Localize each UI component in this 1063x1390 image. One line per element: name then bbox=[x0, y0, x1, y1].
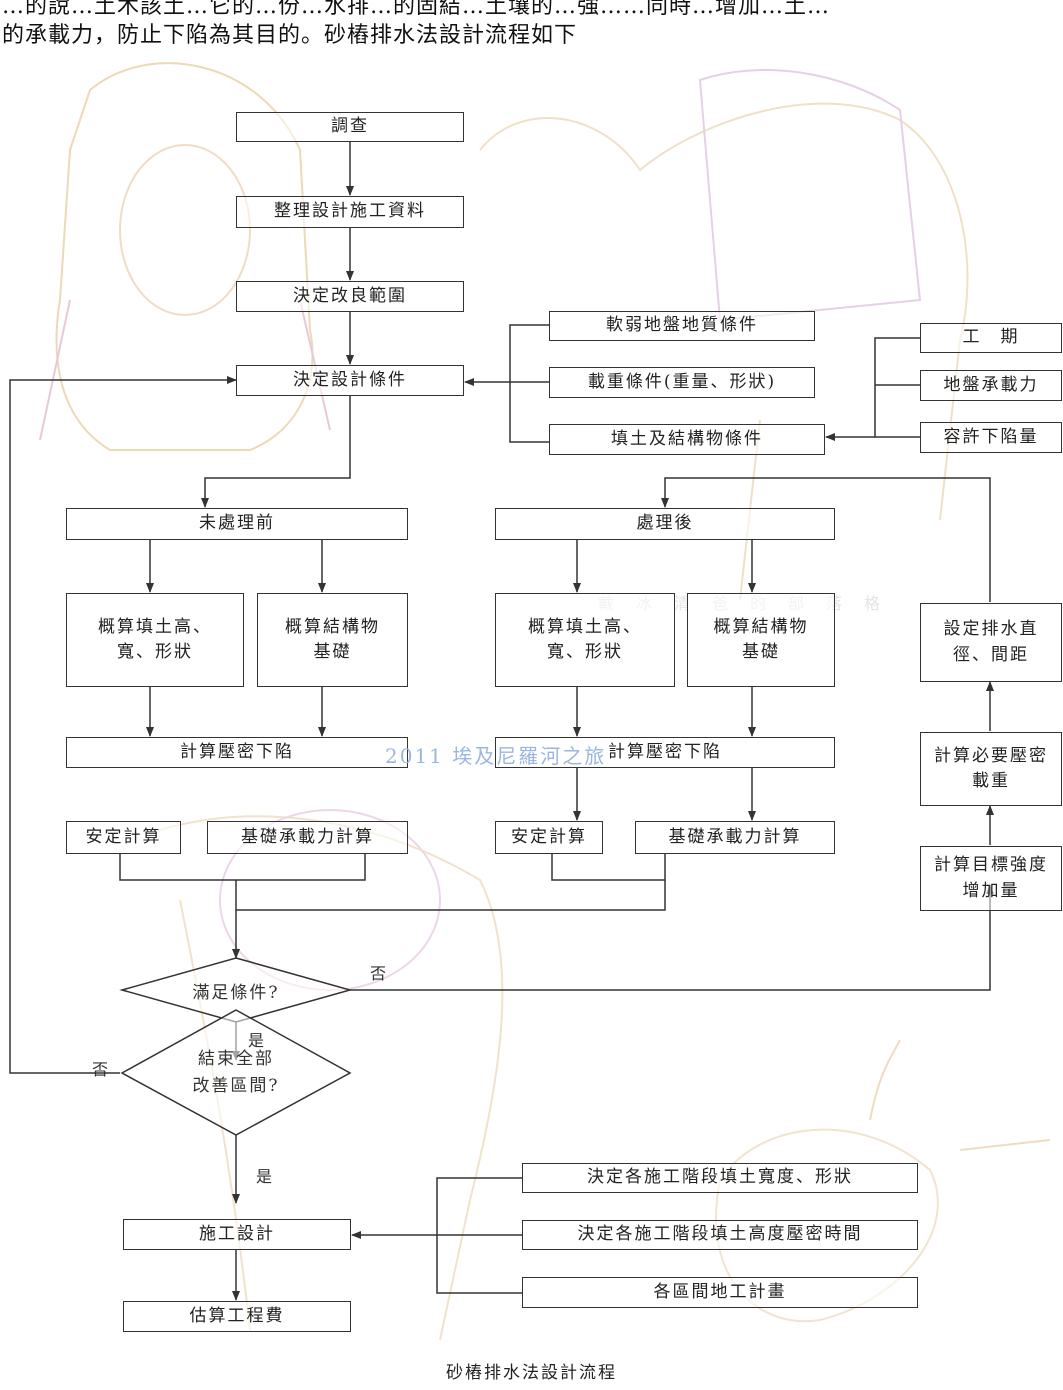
before-estimate-fill-line1: 概算填土高、 bbox=[98, 615, 212, 641]
after-estimate-structure-line1: 概算結構物 bbox=[714, 615, 809, 641]
strength-gain-line2: 增加量 bbox=[963, 879, 1020, 905]
decision-finish-yes-label: 是 bbox=[256, 1163, 272, 1187]
strength-gain-line1: 計算目標強度 bbox=[934, 853, 1048, 879]
before-stability-box: 安定計算 bbox=[66, 821, 181, 854]
decision-finish-line2: 改善區間? bbox=[172, 1073, 300, 1100]
drain-spacing-line1: 設定排水直 bbox=[944, 617, 1039, 643]
before-bearing-box: 基礎承載力計算 bbox=[207, 821, 408, 854]
before-treatment-header: 未處理前 bbox=[66, 508, 408, 540]
construction-period-box: 工 期 bbox=[920, 323, 1062, 353]
preload-box: 計算必要壓密 載重 bbox=[920, 732, 1062, 806]
after-bearing-box: 基礎承載力計算 bbox=[635, 821, 835, 854]
stage-time-box: 決定各施工階段填土高度壓密時間 bbox=[522, 1220, 918, 1250]
before-compaction-box: 計算壓密下陷 bbox=[66, 737, 408, 768]
survey-box: 調查 bbox=[236, 112, 464, 142]
figure-caption: 砂樁排水法設計流程 bbox=[0, 1358, 1063, 1383]
ground-bearing-box: 地盤承載力 bbox=[920, 370, 1062, 401]
after-estimate-structure-line2: 基礎 bbox=[742, 640, 780, 666]
after-estimate-structure-box: 概算結構物 基礎 bbox=[687, 593, 835, 687]
preload-line1: 計算必要壓密 bbox=[934, 744, 1048, 770]
preload-line2: 載重 bbox=[972, 769, 1010, 795]
stage-width-box: 決定各施工階段填土寬度、形狀 bbox=[522, 1163, 918, 1193]
strength-gain-box: 計算目標強度 增加量 bbox=[920, 846, 1062, 911]
drain-spacing-box: 設定排水直 徑、間距 bbox=[920, 603, 1062, 682]
before-estimate-fill-line2: 寬、形狀 bbox=[117, 640, 193, 666]
decision-finish-no-label: 否 bbox=[92, 1056, 108, 1080]
section-plan-box: 各區間地工計畫 bbox=[522, 1277, 918, 1308]
after-estimate-fill-line1: 概算填土高、 bbox=[528, 615, 642, 641]
before-estimate-structure-line2: 基礎 bbox=[314, 640, 352, 666]
design-conditions-box: 決定設計條件 bbox=[236, 365, 464, 396]
decide-range-box: 決定改良範圍 bbox=[236, 281, 464, 312]
soft-ground-condition-box: 軟弱地盤地質條件 bbox=[549, 311, 815, 341]
organize-data-box: 整理設計施工資料 bbox=[236, 196, 464, 228]
load-condition-box: 載重條件(重量、形狀) bbox=[549, 367, 815, 398]
fill-structure-condition-box: 填土及結構物條件 bbox=[549, 424, 825, 455]
after-estimate-fill-box: 概算填土高、 寬、形狀 bbox=[495, 593, 675, 687]
before-estimate-structure-box: 概算結構物 基礎 bbox=[257, 593, 408, 687]
decision-finish-line1: 結束全部 bbox=[172, 1046, 300, 1073]
before-estimate-fill-box: 概算填土高、 寬、形狀 bbox=[66, 593, 244, 687]
decision-satisfy-text: 滿足條件? bbox=[172, 978, 300, 1003]
allowable-settlement-box: 容許下陷量 bbox=[920, 422, 1062, 453]
watermark: 2011 埃及尼羅河之旅 bbox=[385, 740, 606, 769]
decision-satisfy-no-label: 否 bbox=[370, 960, 386, 984]
after-estimate-fill-line2: 寬、形狀 bbox=[547, 640, 623, 666]
construction-design-box: 施工設計 bbox=[123, 1219, 351, 1250]
after-treatment-header: 處理後 bbox=[495, 508, 835, 540]
before-estimate-structure-line1: 概算結構物 bbox=[285, 615, 380, 641]
decision-finish-text: 結束全部 改善區間? bbox=[172, 1046, 300, 1100]
after-stability-box: 安定計算 bbox=[495, 821, 603, 854]
cost-estimate-box: 估算工程費 bbox=[123, 1301, 351, 1332]
drain-spacing-line2: 徑、間距 bbox=[953, 643, 1029, 669]
